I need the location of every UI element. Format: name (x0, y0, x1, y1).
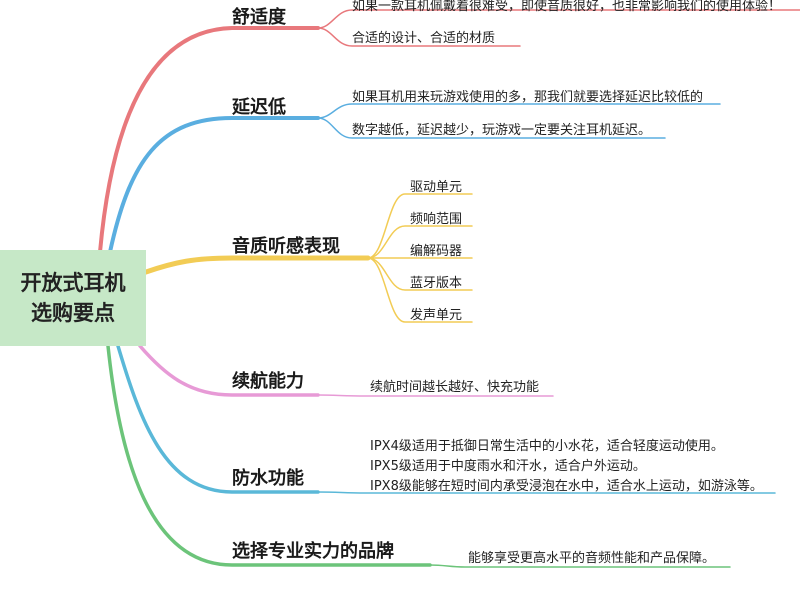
connector-battery-1 (317, 394, 554, 397)
leaf-sound-bluetooth: 蓝牙版本 (410, 276, 463, 291)
leaf-sound-driver: 驱动单元 (410, 180, 463, 195)
leaf-battery-1: 续航时间越长越好、快充功能 (370, 380, 540, 395)
connector-latency (108, 116, 320, 254)
connector-battery (138, 344, 320, 397)
connector-sound-4 (367, 257, 473, 291)
connector-comfort-1 (317, 9, 800, 29)
connector-brand (106, 344, 432, 567)
connector-waterproof (116, 344, 320, 494)
connector-comfort (98, 26, 320, 254)
central-topic[interactable]: 开放式耳机 选购要点 (0, 250, 146, 346)
leaf-latency-1: 如果耳机用来玩游戏使用的多，那我们就要选择延迟比较低的 (352, 90, 704, 105)
leaf-waterproof-ipx8: IPX8级能够在短时间内承受浸泡在水中，适合水上运动，如游泳等。 (370, 479, 763, 494)
leaf-sound-speaker: 发声单元 (410, 308, 463, 323)
branch-latency[interactable]: 延迟低 (232, 97, 286, 118)
connector-sound-quality (143, 255, 371, 275)
leaf-comfort-1: 如果一款耳机佩戴着很难受，即使音质很好，也非常影响我们的使用体验！ (352, 0, 782, 14)
leaf-latency-2: 数字越低，延迟越少，玩游戏一定要关注耳机延迟。 (352, 123, 652, 138)
connector-comfort-2 (317, 27, 521, 47)
branch-brand[interactable]: 选择专业实力的品牌 (232, 541, 394, 562)
central-topic-line-1: 开放式耳机 (20, 270, 126, 295)
connector-brand-1 (429, 564, 731, 568)
central-topic-line-2: 选购要点 (31, 301, 115, 325)
leaf-comfort-2: 合适的设计、合适的材质 (352, 31, 496, 46)
connector-lines (98, 9, 800, 568)
leaf-brand-1: 能够享受更高水平的音频性能和产品保障。 (468, 551, 716, 566)
branch-waterproof[interactable]: 防水功能 (232, 468, 304, 489)
connector-waterproof-1 (317, 491, 776, 494)
connector-latency-1 (317, 103, 721, 119)
connector-sound-5 (367, 257, 473, 323)
connector-sound-2 (367, 225, 473, 259)
connector-sound-1 (367, 193, 473, 259)
leaf-sound-frequency: 频响范围 (410, 212, 463, 227)
branch-battery[interactable]: 续航能力 (232, 371, 304, 392)
branch-sound-quality[interactable]: 音质听感表现 (232, 236, 340, 257)
branch-comfort[interactable]: 舒适度 (232, 7, 286, 28)
leaf-waterproof-ipx4: IPX4级适用于抵御日常生活中的小水花，适合轻度运动使用。 (370, 439, 724, 454)
connector-latency-2 (317, 117, 666, 139)
leaf-waterproof-ipx5: IPX5级适用于中度雨水和汗水，适合户外运动。 (370, 459, 646, 474)
leaf-sound-codec: 编解码器 (410, 244, 463, 259)
